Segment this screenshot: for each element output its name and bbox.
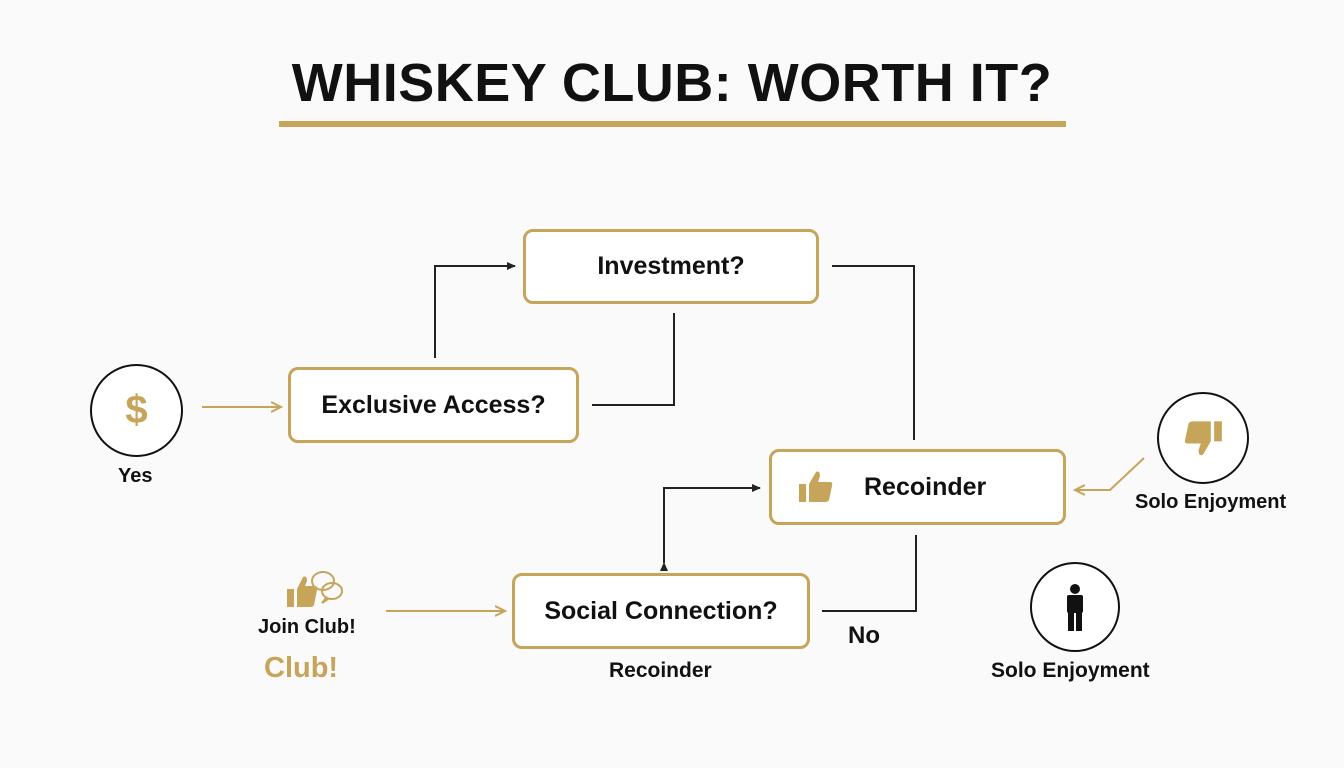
connector-social-recoinder-bidirectional <box>660 484 761 571</box>
club-label: Club! <box>264 652 339 684</box>
connector-exclusive-to-investment <box>434 262 516 358</box>
person-icon <box>1063 583 1087 631</box>
recoinder-node: Recoinder <box>769 449 1066 525</box>
connector-investment-to-recoinder <box>832 265 915 440</box>
social-connection-node: Social Connection? <box>512 573 810 649</box>
recoinder-label: Recoinder <box>864 472 987 501</box>
thumbs-up-icon <box>798 470 834 504</box>
thumbs-down-circle <box>1157 392 1249 484</box>
exclusive-access-label: Exclusive Access? <box>321 390 546 419</box>
connector-investment-to-exclusive <box>592 313 675 406</box>
person-circle <box>1030 562 1120 652</box>
investment-label: Investment? <box>597 252 745 280</box>
exclusive-access-node: Exclusive Access? <box>288 367 579 443</box>
social-connection-label: Social Connection? <box>544 596 778 625</box>
solo-enjoyment-label-bottom: Solo Enjoyment <box>991 659 1150 682</box>
recoinder-bottom-label: Recoinder <box>609 659 712 682</box>
investment-node: Investment? <box>523 229 819 304</box>
page-title: WHISKEY CLUB: WORTH IT? <box>291 53 1053 113</box>
title-underline <box>279 121 1066 127</box>
yes-label: Yes <box>118 465 153 487</box>
dollar-icon: $ <box>125 388 148 432</box>
connector-recoinder-to-social <box>822 535 917 612</box>
thumbs-down-icon <box>1183 418 1223 458</box>
dollar-circle: $ <box>90 364 183 457</box>
solo-enjoyment-label-top: Solo Enjoyment <box>1135 491 1287 513</box>
no-label: No <box>848 622 880 649</box>
thumbs-up-speech-icon <box>286 569 346 609</box>
join-club-label: Join Club! <box>258 616 356 638</box>
arrow-solo-to-recoinder <box>1076 457 1145 490</box>
